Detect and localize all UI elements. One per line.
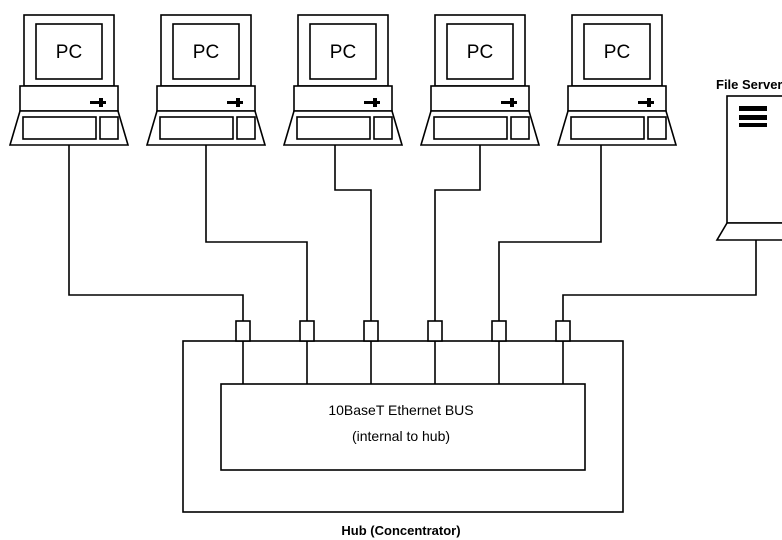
pc-2: PC — [145, 14, 267, 146]
pc-label: PC — [604, 42, 630, 63]
port-4 — [427, 320, 443, 342]
port-5 — [491, 320, 507, 342]
port-2 — [299, 320, 315, 342]
hub-label: Hub (Concentrator) — [341, 523, 460, 538]
file-server: File Server — [715, 77, 782, 241]
port-1 — [235, 320, 251, 342]
hub: 10BaseT Ethernet BUS (internal to hub) H… — [182, 340, 624, 538]
pc-1: PC — [8, 14, 130, 146]
pc-label: PC — [193, 42, 219, 63]
bus-label-line1: 10BaseT Ethernet BUS — [328, 402, 473, 418]
pc-label: PC — [467, 42, 493, 63]
pc-label: PC — [330, 42, 356, 63]
pc-label: PC — [56, 42, 82, 63]
cables — [68, 145, 757, 321]
hub-ports — [235, 320, 571, 384]
pc-5: PC — [556, 14, 678, 146]
file-server-label: File Server — [716, 77, 782, 92]
bus-label-line2: (internal to hub) — [352, 428, 450, 444]
port-3 — [363, 320, 379, 342]
pc-3: PC — [282, 14, 404, 146]
port-6 — [555, 320, 571, 342]
pc-4: PC — [419, 14, 541, 146]
